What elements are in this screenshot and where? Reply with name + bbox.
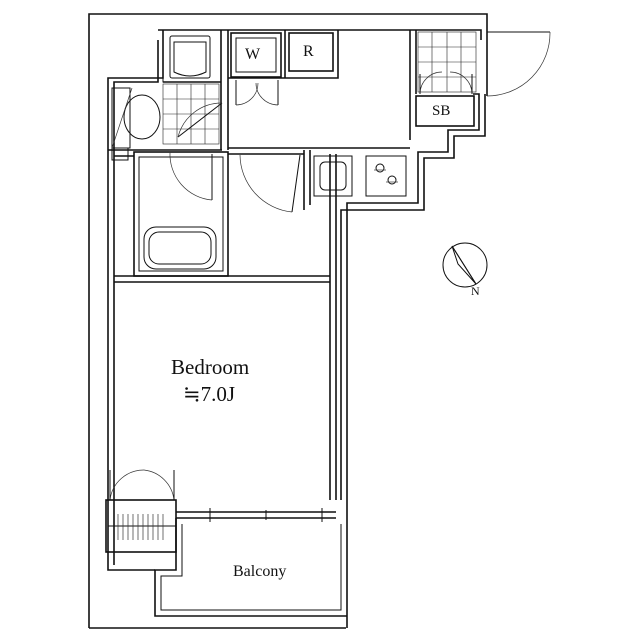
utility-partitions — [108, 29, 410, 500]
bedroom-label: Bedroom — [171, 355, 250, 379]
refrigerator-box — [288, 32, 334, 72]
shoe-box — [415, 95, 475, 127]
compass-north-label: N — [471, 284, 480, 298]
door-utility-double — [235, 80, 279, 106]
closet-hangers — [117, 514, 164, 540]
kitchen-sink-icon — [313, 155, 353, 197]
balcony-window — [176, 508, 336, 522]
bathtub-icon — [143, 226, 217, 270]
closet — [105, 469, 177, 553]
outer-boundary — [88, 13, 488, 629]
tile-floor-entry — [417, 31, 477, 93]
washer-box — [230, 32, 282, 78]
apartment-walls — [107, 29, 486, 628]
balcony-outline — [154, 518, 347, 617]
shoe-box-label: SB — [432, 103, 451, 119]
door-shoebox-double — [419, 71, 473, 95]
door-entrance — [486, 31, 551, 97]
bedroom-area-label: ≒7.0J — [183, 382, 236, 406]
balcony-label: Balcony — [233, 563, 287, 580]
stove-icon — [365, 155, 407, 197]
washbasin-icon — [169, 35, 211, 79]
door-washroom — [169, 151, 213, 201]
refrigerator-label: R — [303, 43, 314, 60]
washer-label: W — [245, 46, 261, 63]
door-bath — [177, 102, 223, 138]
compass-icon — [442, 242, 488, 288]
tile-floor-bath — [162, 83, 220, 145]
toilet-icon — [111, 87, 161, 161]
door-bedroom — [239, 154, 301, 213]
